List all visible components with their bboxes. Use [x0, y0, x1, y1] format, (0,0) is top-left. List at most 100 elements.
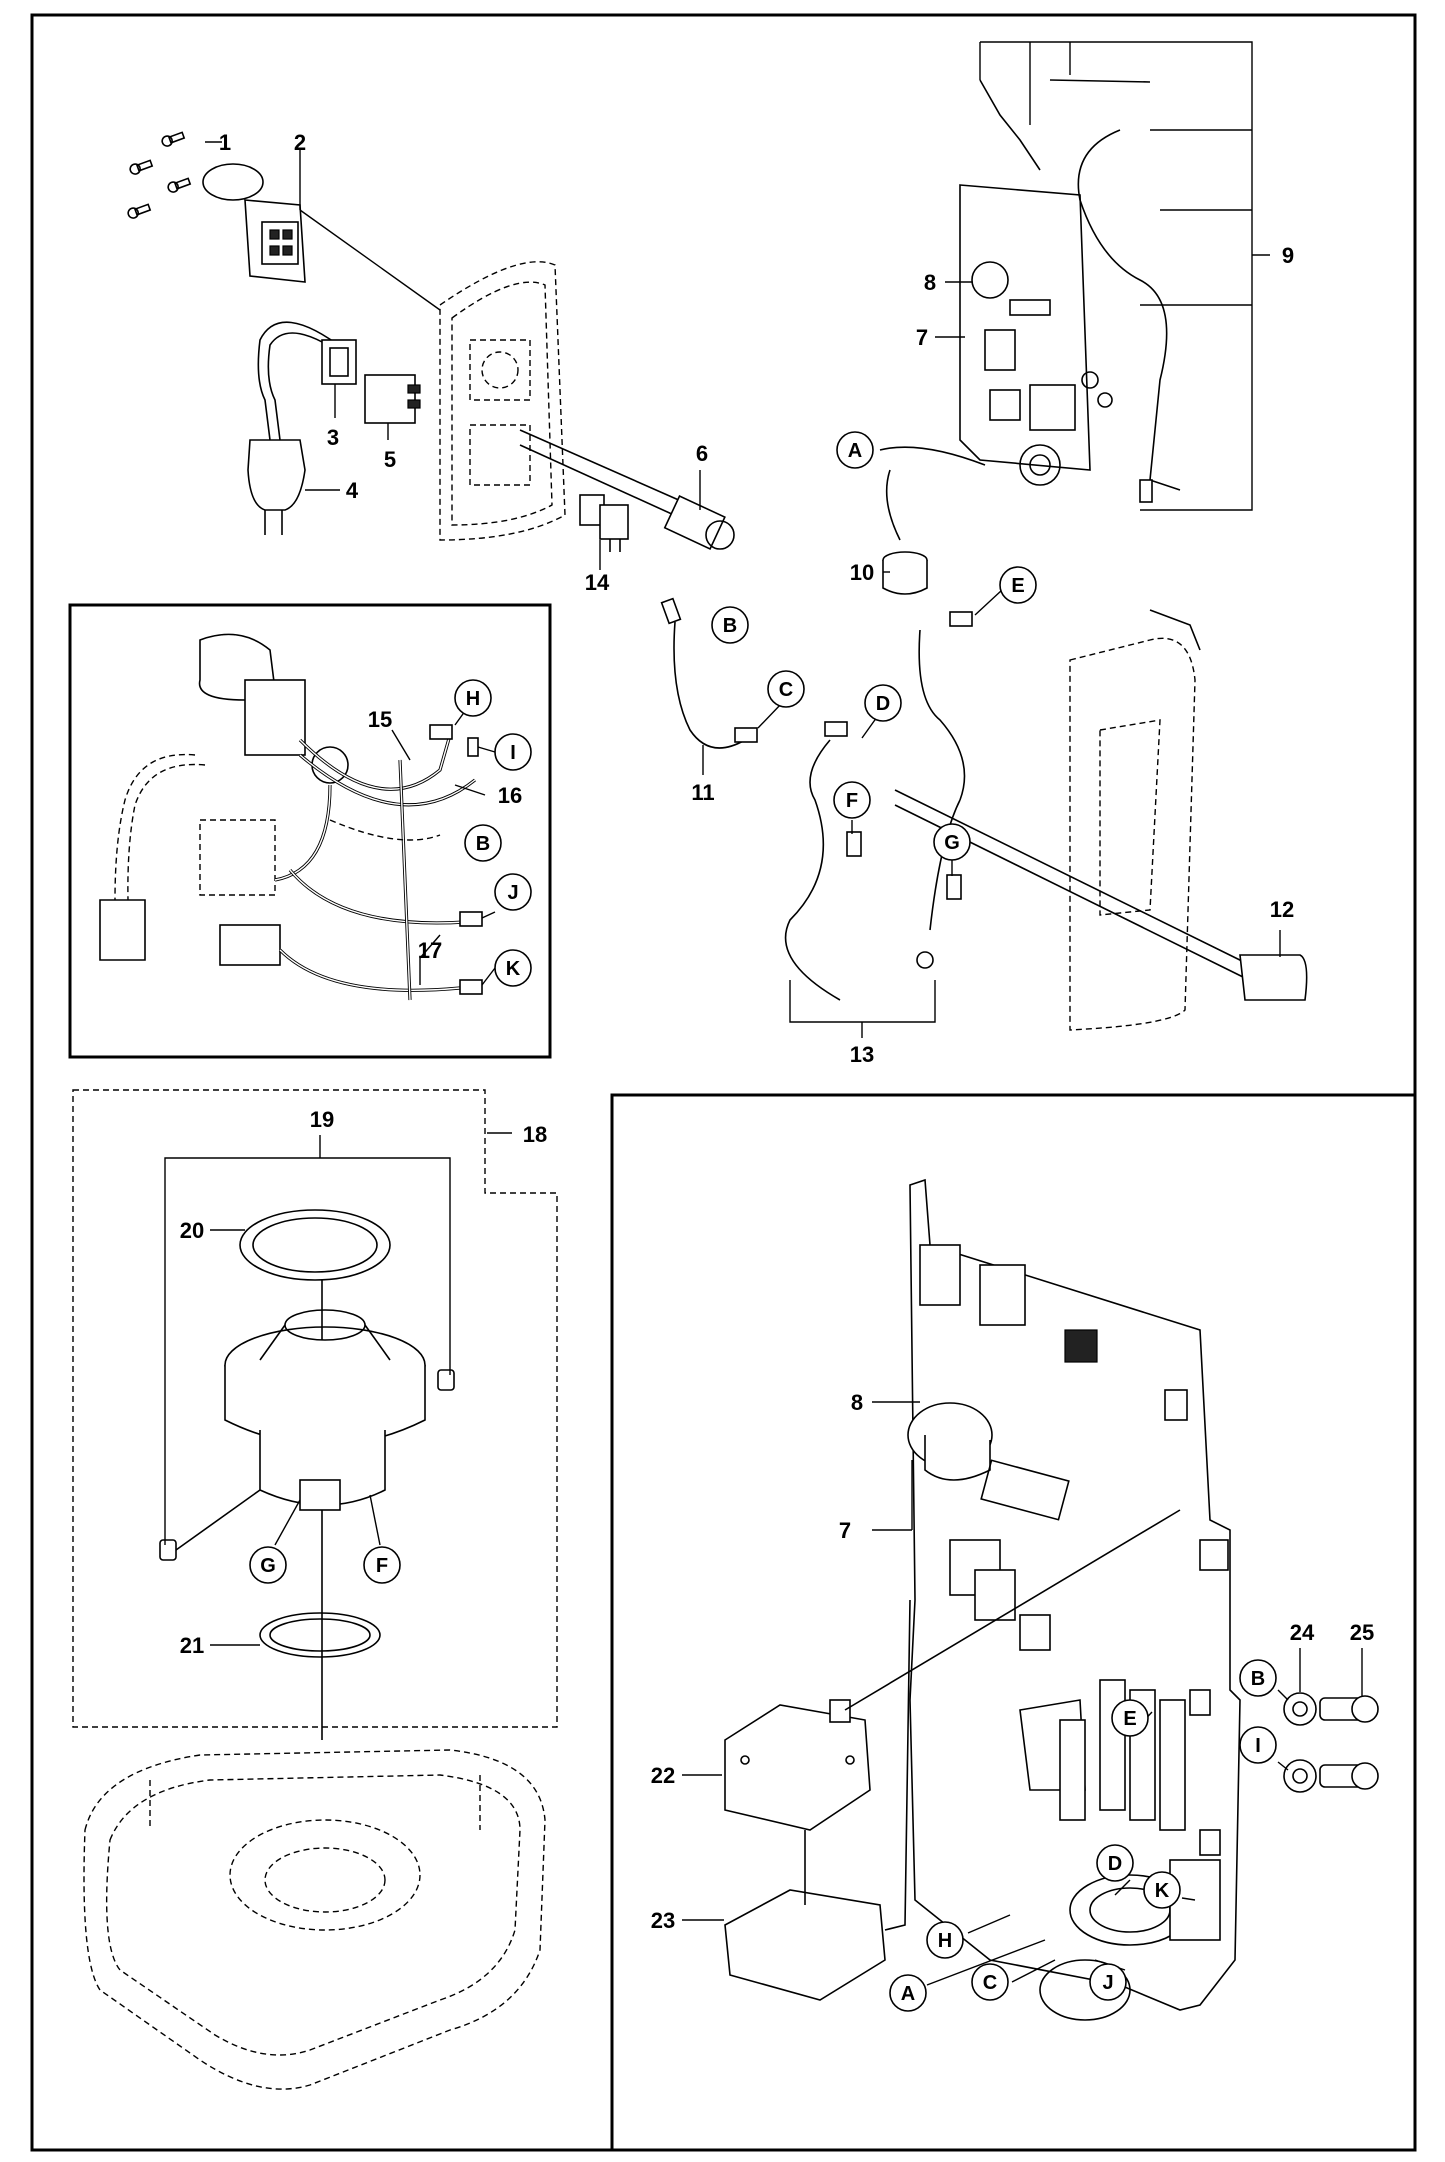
svg-text:G: G: [260, 1555, 276, 1577]
screws-part-25: [1319, 1695, 1379, 1790]
connector-I-inset: I: [494, 733, 532, 771]
socket-part-2: [202, 163, 306, 283]
callout-2: 2: [294, 130, 306, 155]
control-board-leaders: [682, 1401, 1363, 1986]
svg-text:J: J: [1102, 1972, 1113, 1994]
connector-A-detail: A: [889, 1974, 927, 2012]
callout-23: 23: [651, 1908, 675, 1933]
connector-C-top: C: [767, 670, 805, 708]
capacitor-part-10: [879, 446, 986, 595]
callout-11: 11: [691, 780, 714, 805]
connector-G-motor: G: [249, 1546, 287, 1584]
base-housing: [83, 1749, 546, 2090]
callout-14: 14: [585, 570, 610, 595]
ground-wire-part-11: [660, 597, 783, 775]
callout-7-top: 7: [916, 325, 928, 350]
wiring-inset-frame: [68, 603, 552, 1059]
face-plate: [439, 261, 566, 541]
connector-K-inset: K: [494, 949, 532, 987]
svg-text:D: D: [1108, 1853, 1122, 1875]
connector-B-detail: B: [1239, 1659, 1277, 1697]
svg-text:C: C: [779, 679, 793, 701]
motor-assembly: [159, 1209, 455, 1740]
connector-B-top: B: [711, 606, 749, 644]
connector-J-detail: J: [1089, 1963, 1127, 2001]
callout-16: 16: [498, 783, 522, 808]
motor-assembly-group-boundary: [72, 1089, 558, 1728]
callout-5: 5: [384, 447, 396, 472]
svg-text:B: B: [476, 833, 490, 855]
connector-K-detail: K: [1143, 1871, 1181, 1909]
bracket-part-23: [724, 1599, 911, 2001]
fan-part-22: [724, 1509, 1181, 1831]
callout-22: 22: [651, 1763, 675, 1788]
callout-19: 19: [310, 1107, 334, 1132]
svg-text:F: F: [846, 790, 858, 812]
connector-A-top: A: [836, 431, 874, 469]
svg-text:K: K: [1155, 1880, 1170, 1902]
callout-18: 18: [523, 1122, 547, 1147]
leaders-part-9: [935, 41, 1270, 511]
connector-E-detail: E: [1111, 1699, 1149, 1737]
power-cord-part-4: [247, 321, 351, 535]
hose-connector-part-6: [519, 429, 735, 550]
control-board-detail-frame: [610, 1093, 1415, 2150]
svg-text:H: H: [466, 688, 480, 710]
lock-washers-part-24: [1283, 1692, 1317, 1793]
outer-frame: [30, 13, 1417, 2152]
connector-H-inset: H: [454, 679, 492, 717]
svg-text:B: B: [723, 615, 737, 637]
svg-text:D: D: [876, 693, 890, 715]
svg-text:H: H: [938, 1930, 952, 1952]
wire-harness-part-13: [784, 589, 1003, 1038]
svg-text:J: J: [507, 882, 518, 904]
svg-text:F: F: [376, 1555, 388, 1577]
callout-20: 20: [180, 1218, 204, 1243]
connector-E-top: E: [999, 566, 1037, 604]
pressure-switch-part-14: [579, 494, 629, 552]
wire-harness-part-9: [979, 79, 1181, 503]
callout-13: 13: [850, 1042, 874, 1067]
pcb-part-7-top: [959, 184, 1113, 486]
callout-8-detail: 8: [851, 1390, 863, 1415]
svg-text:A: A: [848, 440, 862, 462]
connector-D-detail: D: [1096, 1844, 1134, 1882]
svg-text:I: I: [510, 742, 516, 764]
wiring-inset-harness: [274, 724, 483, 1001]
callout-25: 25: [1350, 1620, 1374, 1645]
connector-H-detail: H: [926, 1921, 964, 1959]
callout-6: 6: [696, 441, 708, 466]
svg-text:I: I: [1255, 1735, 1261, 1757]
switch-part-3: [321, 339, 357, 385]
callout-3: 3: [327, 425, 339, 450]
callout-15: 15: [368, 707, 392, 732]
callout-10: 10: [850, 560, 874, 585]
svg-text:B: B: [1251, 1668, 1265, 1690]
control-board-detail: [907, 1178, 1241, 2021]
display-panel-part-12: [894, 609, 1308, 1031]
svg-text:A: A: [901, 1983, 915, 2005]
callout-21: 21: [180, 1633, 204, 1658]
callout-17: 17: [418, 938, 442, 963]
connector-C-detail: C: [971, 1963, 1009, 2001]
connector-G-top: G: [933, 823, 971, 861]
callout-1: 1: [219, 130, 231, 155]
callout-12: 12: [1270, 897, 1294, 922]
svg-text:K: K: [506, 958, 521, 980]
callout-24: 24: [1290, 1620, 1315, 1645]
leaders-top-left: [205, 141, 701, 570]
connector-F-top: F: [833, 781, 871, 819]
connector-F-motor: F: [363, 1546, 401, 1584]
motor-assembly-leaders: [164, 1132, 512, 1646]
svg-text:C: C: [983, 1972, 997, 1994]
callout-7-detail: 7: [839, 1518, 851, 1543]
callout-4: 4: [346, 478, 359, 503]
svg-text:E: E: [1011, 575, 1024, 597]
callout-9: 9: [1282, 243, 1294, 268]
switch-part-5: [364, 374, 421, 424]
connector-I-detail: I: [1239, 1726, 1277, 1764]
connector-D-top: D: [864, 684, 902, 722]
svg-text:E: E: [1123, 1708, 1136, 1730]
wiring-inset-components: [99, 633, 349, 966]
